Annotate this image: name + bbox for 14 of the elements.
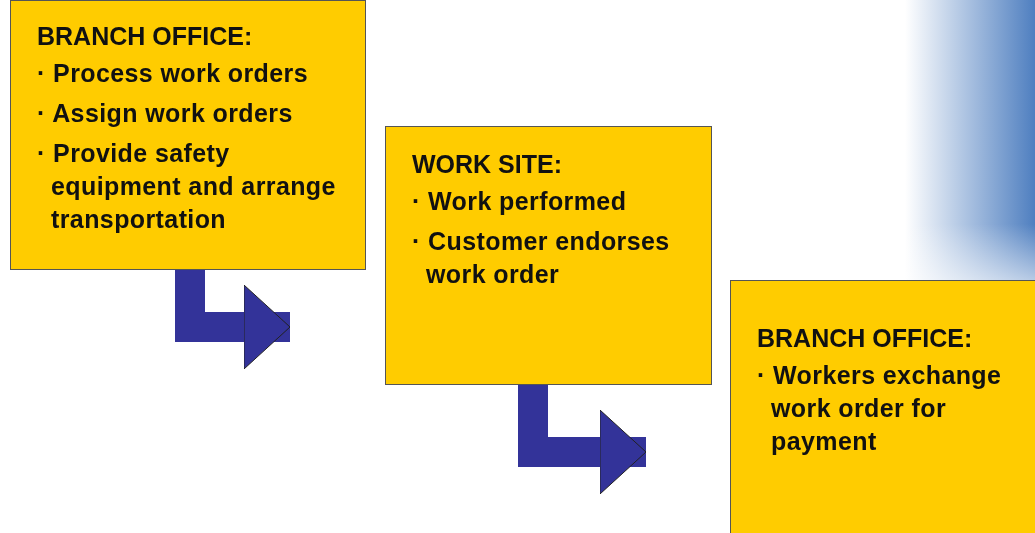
bullet-item: · Customer endorses work order — [412, 226, 671, 290]
bullet-item: · Process work orders — [37, 58, 309, 89]
box-heading: WORK SITE: — [412, 149, 563, 179]
bullet-item: · Work performed — [412, 186, 628, 217]
bent-arrow — [175, 270, 291, 370]
process-box — [730, 280, 1035, 533]
process-box — [10, 0, 366, 270]
box-heading: BRANCH OFFICE: — [37, 21, 254, 51]
bullet-item: · Workers exchange work order for payment — [757, 360, 1003, 457]
bullet-item: · Assign work orders — [37, 98, 294, 129]
box-heading: BRANCH OFFICE: — [757, 323, 974, 353]
bullet-item: · Provide safety equipment and arrange transportation — [37, 138, 337, 235]
process-box — [385, 126, 712, 385]
bent-arrow — [518, 385, 647, 495]
